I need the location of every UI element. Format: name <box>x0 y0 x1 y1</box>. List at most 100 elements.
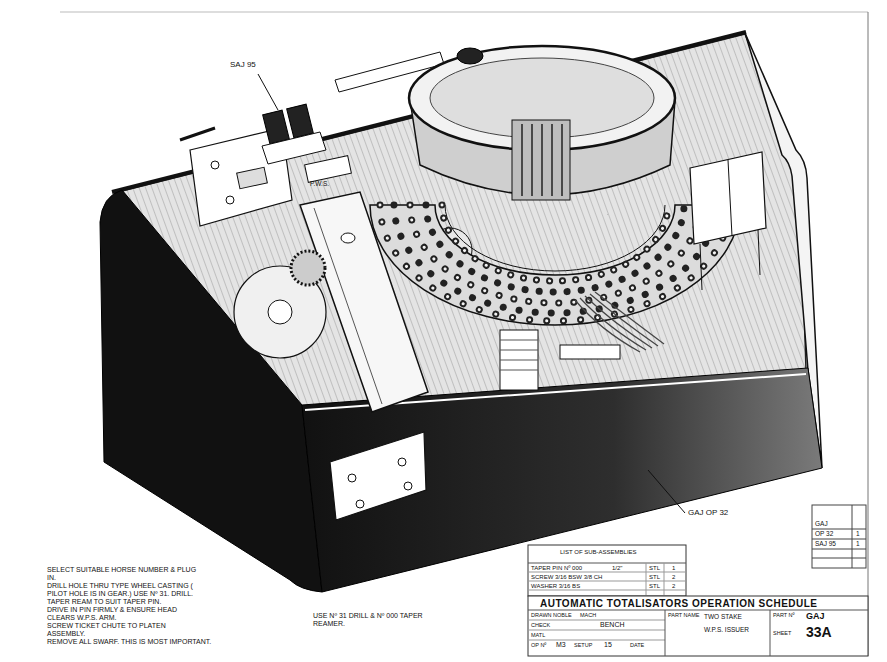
table-rule <box>812 549 866 550</box>
switch-base <box>262 132 326 164</box>
knob <box>457 48 483 64</box>
table-cell: STL <box>649 583 660 590</box>
title-block-field: CHECK <box>531 622 550 628</box>
title-block-field: SETUP <box>574 642 592 648</box>
table-rule <box>528 610 868 611</box>
table-cell: STL <box>649 565 660 572</box>
title-block-field: MATL <box>531 632 545 638</box>
cabinet-side-panel <box>100 190 322 592</box>
table-cell: WASHER 3/16 BS <box>531 583 580 590</box>
instruction-note: SCREW TICKET CHUTE TO PLATEN ASSEMBLY. <box>47 622 197 638</box>
coil-lines <box>500 340 538 370</box>
instruction-note: DRILL HOLE THRU TYPE WHEEL CASTING ( PIL… <box>47 582 197 598</box>
table-cell: 1/2" <box>612 565 622 572</box>
sheet-number: 33A <box>806 624 832 640</box>
switch-body <box>263 110 290 144</box>
table-cell: SAJ 95 <box>815 540 836 547</box>
table-rule <box>852 505 853 568</box>
table-cell: 1 <box>672 565 675 572</box>
title-block-field: DRAWN NOBLE <box>531 612 572 618</box>
frame-line <box>868 12 869 656</box>
instruction-note: DRIVE IN PIN FIRMLY & ENSURE HEAD CLEARS… <box>47 606 197 622</box>
type-wheel-edge <box>445 205 665 271</box>
screw <box>211 161 219 169</box>
table-rule <box>528 640 665 641</box>
table-rule <box>528 620 665 621</box>
part-callout: GAJ OP 32 <box>688 508 728 517</box>
title-block-value: GAJ <box>806 611 825 621</box>
table-cell: SCREW 3/16 BSW 3/8 CH <box>531 574 602 581</box>
switch-body <box>287 104 314 138</box>
title-block-value: BENCH <box>600 621 625 629</box>
table-cell: OP 32 <box>815 530 833 537</box>
table-rule <box>812 529 866 530</box>
table-cell: GAJ <box>815 520 828 527</box>
title-block-field: PART Nº <box>773 612 795 618</box>
type-dots <box>380 205 730 321</box>
table-rule <box>812 558 866 559</box>
table-rule <box>528 630 665 631</box>
table-rule <box>664 563 665 596</box>
lever-arm <box>180 128 215 140</box>
instruction-note: TAPER REAM TO SUIT TAPER PIN. <box>47 598 197 606</box>
tool-note: USE Nº 31 DRILL & Nº 000 TAPER REAMER. <box>313 612 431 628</box>
title-block-value: W.P.S. ISSUER <box>704 626 749 633</box>
instruction-note: SELECT SUITABLE HORSE NUMBER & PLUG IN. <box>47 566 197 582</box>
table-rule <box>812 539 866 540</box>
table-header: LIST OF SUB-ASSEMBLIES <box>560 549 637 556</box>
part-callout: SAJ 95 <box>230 60 256 69</box>
table-rule <box>646 563 647 596</box>
switch-plate <box>237 167 268 188</box>
table-rule <box>528 572 686 573</box>
pws-block <box>305 156 352 183</box>
title-block-value: 15 <box>604 641 612 649</box>
hub-lines <box>522 124 562 196</box>
title-block-field: DATE <box>630 642 644 648</box>
relay-leg <box>758 230 760 275</box>
part-callout: P.W.S. <box>310 180 329 187</box>
table-cell: 1 <box>856 540 860 547</box>
title-block-field: SHEET <box>773 630 791 636</box>
title-block-field: OP Nº <box>531 642 546 648</box>
type-wheel <box>370 205 740 325</box>
table-cell: TAPER PIN Nº 000 <box>531 565 582 572</box>
leader-line <box>258 74 278 110</box>
screw <box>348 474 356 482</box>
title-block-field: MACH <box>580 612 596 618</box>
instruction-note: REMOVE ALL SWARF. THIS IS MOST IMPORTANT… <box>47 638 287 646</box>
sheet-table <box>812 505 866 568</box>
table-rule <box>528 581 686 582</box>
solenoid <box>500 330 538 390</box>
pinion <box>291 251 325 285</box>
chute-hole <box>341 233 355 243</box>
frame-line <box>60 12 868 13</box>
table-cell: STL <box>649 574 660 581</box>
screw <box>398 458 406 466</box>
screw <box>356 500 364 508</box>
relay-split <box>728 160 732 236</box>
terminal-strip <box>560 345 620 359</box>
screw <box>226 196 234 204</box>
table-rule <box>770 610 771 656</box>
gear-hub <box>268 300 292 324</box>
cable-bundle <box>575 292 664 352</box>
hub <box>512 120 570 200</box>
table-rule <box>528 590 686 591</box>
relay-leg <box>700 244 702 290</box>
table-cell: 2 <box>672 574 675 581</box>
table-rule <box>528 563 686 564</box>
table-cell: 2 <box>672 583 675 590</box>
title-block-value: TWO STAKE <box>704 613 742 620</box>
table-rule <box>665 610 666 656</box>
table-cell: 1 <box>856 530 860 537</box>
relay-cover <box>690 152 766 244</box>
leader-line <box>648 470 685 513</box>
drawing-title: AUTOMATIC TOTALISATORS OPERATION SCHEDUL… <box>540 598 818 610</box>
title-block-field: PART NAME <box>668 612 699 618</box>
screw <box>404 482 412 490</box>
title-block-value: M3 <box>556 641 566 649</box>
bracket <box>330 432 426 520</box>
parts-list <box>528 545 686 596</box>
title-block <box>528 596 868 656</box>
